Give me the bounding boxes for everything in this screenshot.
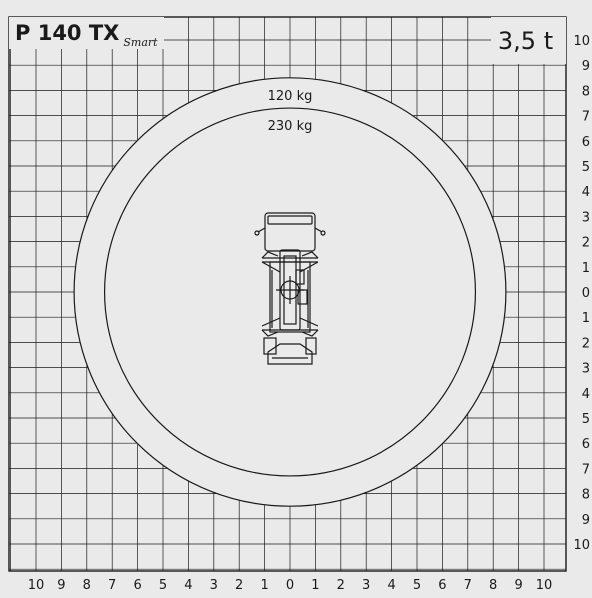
x-tick-label: 1 — [311, 578, 319, 593]
y-tick-label: 3 — [582, 362, 590, 377]
y-tick-label: 3 — [582, 210, 590, 225]
x-tick-label: 7 — [464, 578, 472, 593]
y-tick-label: 4 — [582, 387, 590, 402]
model-title: P 140 TX Smart — [9, 17, 164, 49]
x-tick-label: 9 — [57, 578, 65, 593]
y-tick-label: 5 — [582, 160, 590, 175]
machine-top-view-icon — [254, 212, 326, 365]
y-tick-label: 9 — [582, 513, 590, 528]
y-tick-label: 8 — [582, 488, 590, 503]
y-tick-label: 7 — [582, 462, 590, 477]
load-ring-label: 230 kg — [268, 119, 313, 134]
y-tick-label: 0 — [582, 286, 590, 301]
x-tick-label: 1 — [260, 578, 268, 593]
x-tick-label: 8 — [489, 578, 497, 593]
y-tick-label: 6 — [582, 437, 590, 452]
x-tick-label: 3 — [210, 578, 218, 593]
x-tick-label: 9 — [514, 578, 522, 593]
x-tick-label: 6 — [438, 578, 446, 593]
x-tick-label: 2 — [337, 578, 345, 593]
y-tick-label: 2 — [582, 336, 590, 351]
x-tick-label: 3 — [362, 578, 370, 593]
x-tick-label: 4 — [387, 578, 395, 593]
y-tick-label: 5 — [582, 412, 590, 427]
x-tick-label: 4 — [184, 578, 192, 593]
y-tick-label: 9 — [582, 59, 590, 74]
y-tick-label: 7 — [582, 110, 590, 125]
x-tick-label: 2 — [235, 578, 243, 593]
y-tick-label: 2 — [582, 236, 590, 251]
x-tick-label: 10 — [536, 578, 553, 593]
y-tick-label: 8 — [582, 84, 590, 99]
x-tick-label: 7 — [108, 578, 116, 593]
y-tick-label: 10 — [573, 538, 590, 553]
x-tick-label: 6 — [133, 578, 141, 593]
model-variant: Smart — [123, 36, 158, 49]
x-tick-label: 10 — [28, 578, 45, 593]
capacity-label: 3,5 t — [491, 17, 566, 64]
x-tick-label: 5 — [413, 578, 421, 593]
load-ring — [103, 107, 477, 477]
y-tick-label: 1 — [582, 311, 590, 326]
y-tick-label: 4 — [582, 185, 590, 200]
y-tick-label: 6 — [582, 135, 590, 150]
y-tick-label: 1 — [582, 261, 590, 276]
y-tick-label: 10 — [573, 34, 590, 49]
load-ring-label: 120 kg — [268, 89, 313, 104]
model-name: P 140 TX — [15, 21, 120, 45]
x-tick-label: 5 — [159, 578, 167, 593]
x-tick-label: 8 — [83, 578, 91, 593]
x-tick-label: 0 — [286, 578, 294, 593]
grid-frame — [8, 16, 567, 572]
